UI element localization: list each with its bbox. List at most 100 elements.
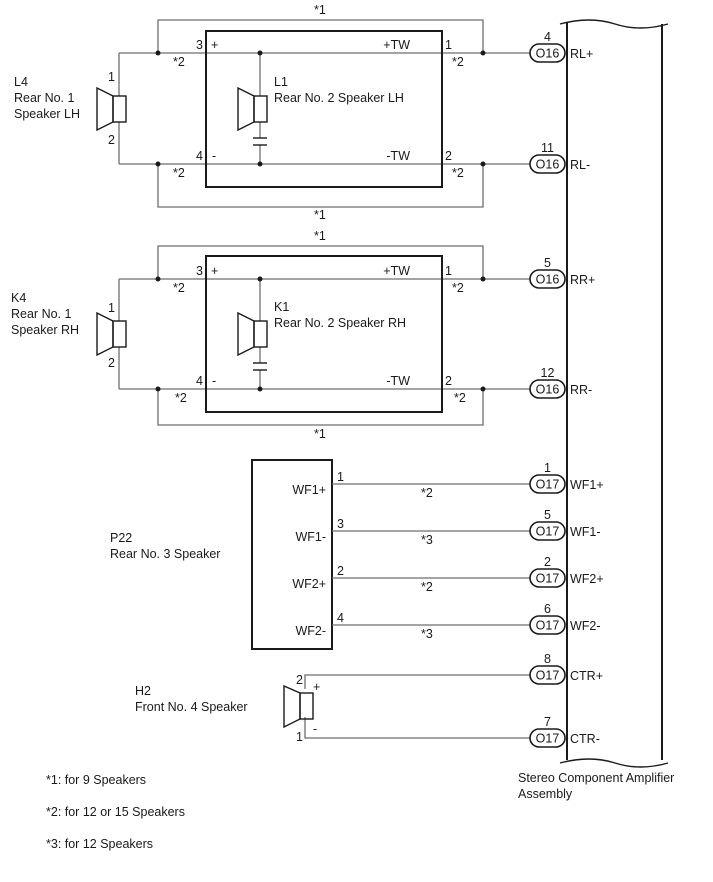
pin-label: 4	[196, 374, 203, 388]
speaker-icon	[283, 684, 314, 729]
legend-item: *1: for 9 Speakers	[46, 773, 146, 787]
note-label: *1	[314, 427, 326, 441]
note-label: *2	[421, 486, 433, 500]
connector-id: O17	[536, 478, 560, 492]
connector-pin-number: 2	[544, 555, 551, 569]
speaker-code-l4: L4	[14, 75, 28, 89]
pin-label: 3	[196, 264, 203, 278]
speaker-name-line2: Speaker RH	[11, 323, 79, 337]
tweeter-icon	[237, 311, 268, 357]
note-label: *2	[173, 55, 185, 69]
note-label: *3	[421, 627, 433, 641]
terminal-label: WF1+	[292, 483, 326, 497]
connector-pin-number: 8	[544, 652, 551, 666]
pin-label: 4	[337, 611, 344, 625]
connector-id: O16	[536, 47, 560, 61]
polarity-label: +	[313, 680, 320, 694]
note-label: *2	[452, 166, 464, 180]
pin-label: 2	[337, 564, 344, 578]
junction-dot	[257, 50, 263, 56]
polarity-label: -	[313, 722, 317, 736]
connector-pill	[529, 615, 566, 635]
junction-dot	[155, 161, 161, 167]
connector-id: O17	[536, 732, 560, 746]
note-label: *1	[314, 208, 326, 222]
legend-item: *3: for 12 Speakers	[46, 837, 153, 851]
terminal-label: WF1-	[295, 530, 326, 544]
connector-id: O16	[536, 383, 560, 397]
speaker-name-l1: Rear No. 2 Speaker LH	[274, 91, 404, 105]
connector-pill	[529, 665, 566, 685]
section-rear-rh: *1 *1 *2 *2 *2 *2 1 2 K4 Rear No. 1 Spea…	[11, 229, 531, 441]
connector-pill	[529, 154, 566, 174]
connector-pin-number: 5	[544, 256, 551, 270]
pin-label: 1	[296, 730, 303, 744]
amplifier-break-line-bottom	[559, 758, 669, 768]
signal-label: RR+	[570, 273, 595, 287]
pin-label: 2	[445, 149, 452, 163]
note-label: *2	[175, 391, 187, 405]
speaker-icon	[96, 86, 127, 132]
junction-dot	[480, 161, 486, 167]
bypass-wire-top	[157, 245, 484, 279]
note-label: *2	[173, 281, 185, 295]
signal-label: RR-	[570, 383, 592, 397]
legend-item: *2: for 12 or 15 Speakers	[46, 805, 185, 819]
signal-label: WF2-	[570, 619, 601, 633]
junction-dot	[155, 386, 161, 392]
signal-label: WF1+	[570, 478, 604, 492]
connector-id: O17	[536, 572, 560, 586]
polarity-label: +	[211, 264, 218, 278]
signal-label: RL+	[570, 47, 593, 61]
speaker-code-k1: K1	[274, 300, 289, 314]
component-box-l1	[205, 30, 443, 188]
connector-id: O16	[536, 273, 560, 287]
connector-pin-number: 4	[544, 30, 551, 44]
speaker-name-k1: Rear No. 2 Speaker RH	[274, 316, 406, 330]
connector-pin-number: 6	[544, 602, 551, 616]
note-label: *2	[421, 580, 433, 594]
connector-id: O16	[536, 158, 560, 172]
speaker-name-line1: Rear No. 1	[11, 307, 71, 321]
connector-pill	[529, 521, 566, 541]
signal-label: WF2+	[570, 572, 604, 586]
terminal-label: WF2-	[295, 624, 326, 638]
note-label: *3	[421, 533, 433, 547]
speaker-name-line2: Speaker LH	[14, 107, 80, 121]
junction-dot	[480, 276, 486, 282]
connector-rl-plus: O16 4RL+	[529, 30, 593, 63]
speaker-code-p22: P22	[110, 531, 132, 545]
component-box-k1	[205, 255, 443, 413]
connector-pill	[529, 379, 566, 399]
component-box-p22	[251, 459, 333, 650]
connector-pin-number: 7	[544, 715, 551, 729]
junction-dot	[257, 161, 263, 167]
connector-pin-number: 12	[541, 366, 555, 380]
pin-label: 2	[296, 673, 303, 687]
pin-label: 2	[108, 133, 115, 147]
connector-pin-number: 11	[541, 141, 554, 155]
terminal-label: +TW	[383, 264, 410, 278]
connector-pill	[529, 43, 566, 63]
pin-label: 1	[108, 301, 115, 315]
note-label: *1	[314, 229, 326, 243]
signal-label: CTR+	[570, 669, 603, 683]
signal-label: RL-	[570, 158, 590, 172]
connector-pill	[529, 568, 566, 588]
polarity-label: -	[212, 149, 216, 163]
amplifier-break-line-top	[559, 19, 669, 29]
junction-dot	[155, 50, 161, 56]
signal-label: WF1-	[570, 525, 601, 539]
connector-pin-number: 5	[544, 508, 551, 522]
connector-id: O17	[536, 669, 560, 683]
speaker-icon	[96, 311, 127, 357]
pin-label: 3	[196, 38, 203, 52]
